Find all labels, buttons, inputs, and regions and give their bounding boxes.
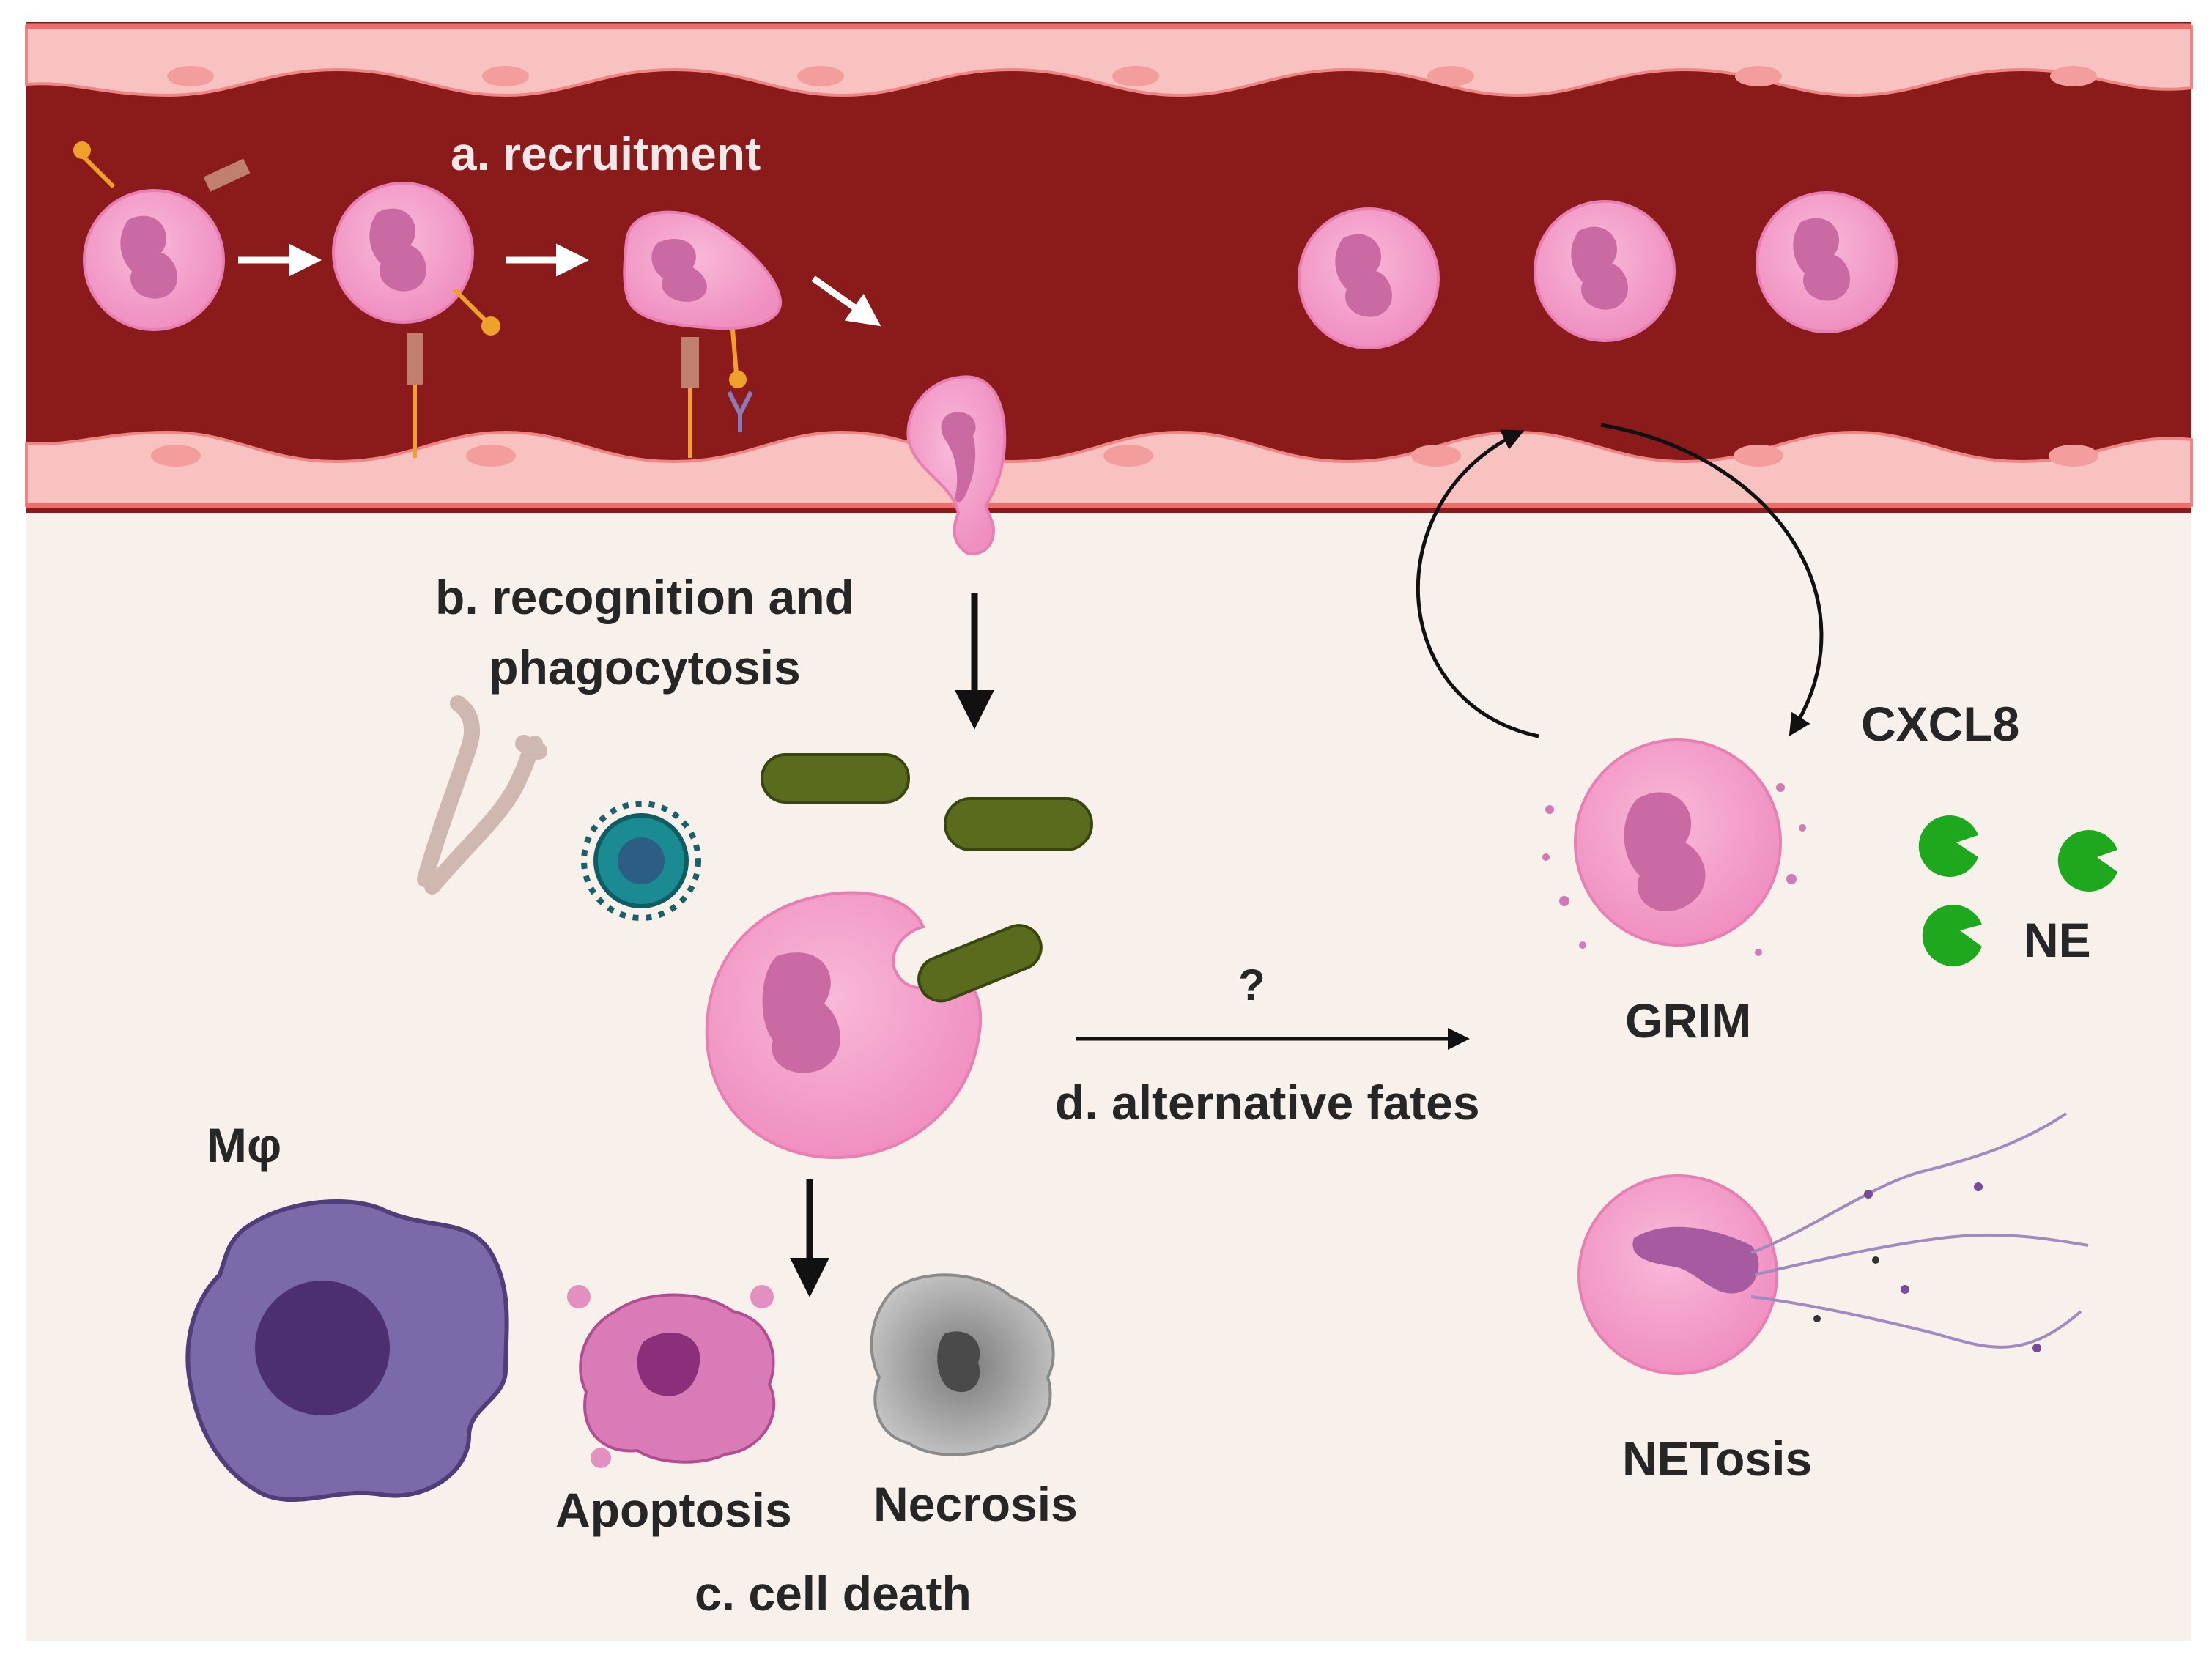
label-cell-death: c. cell death: [695, 1566, 972, 1621]
neutrophil-rolling-2: [332, 182, 500, 458]
grim-neutrophil: [1542, 738, 1806, 956]
neutrophil-circulating-3: [1756, 191, 1898, 333]
label-recognition-line2: phagocytosis: [489, 640, 801, 695]
label-cxcl8: CXCL8: [1861, 697, 2020, 751]
neutrophil-elastase: [1918, 815, 2117, 966]
label-recognition-line1: b. recognition and: [435, 570, 854, 624]
label-recognition-phagocytosis: b. recognition and phagocytosis: [352, 563, 938, 703]
necrotic-cell: [870, 1273, 1055, 1456]
label-ne: NE: [2024, 913, 2091, 967]
neutrophil-circulating-1: [1298, 207, 1440, 349]
label-recruitment: a. recruitment: [451, 127, 761, 180]
bacterium-2: [944, 797, 1093, 851]
label-alternative-fates: d. alternative fates: [1055, 1075, 1480, 1130]
neutrophil-rolling-1: [73, 141, 251, 331]
label-necrosis: Necrosis: [873, 1477, 1078, 1531]
label-netosis: NETosis: [1622, 1432, 1813, 1486]
netosis-neutrophil: [1577, 1112, 2089, 1375]
label-apoptosis: Apoptosis: [555, 1483, 792, 1537]
endothelium-top: [25, 23, 2193, 97]
label-macrophage: Mφ: [207, 1118, 282, 1172]
reverse-migration-arrow-down: [1600, 423, 1824, 737]
bacterium-1: [761, 753, 910, 804]
label-grim: GRIM: [1625, 993, 1752, 1048]
reverse-migration-arrow-up: [1416, 429, 1539, 738]
apoptotic-cell: [567, 1285, 776, 1468]
neutrophil-adhering: [623, 210, 783, 458]
virus-particle: [581, 801, 701, 921]
macrophage: [185, 1199, 509, 1502]
neutrophil-transmigrating: [906, 375, 1007, 555]
fungal-hyphae: [417, 695, 547, 895]
rolling-arrow-3: [811, 275, 881, 327]
neutrophil-phagocytosing: [705, 891, 1043, 1160]
neutrophil-circulating-2: [1534, 200, 1676, 342]
label-question-mark: ?: [1238, 960, 1265, 1010]
endothelium-bottom: [25, 430, 2193, 508]
